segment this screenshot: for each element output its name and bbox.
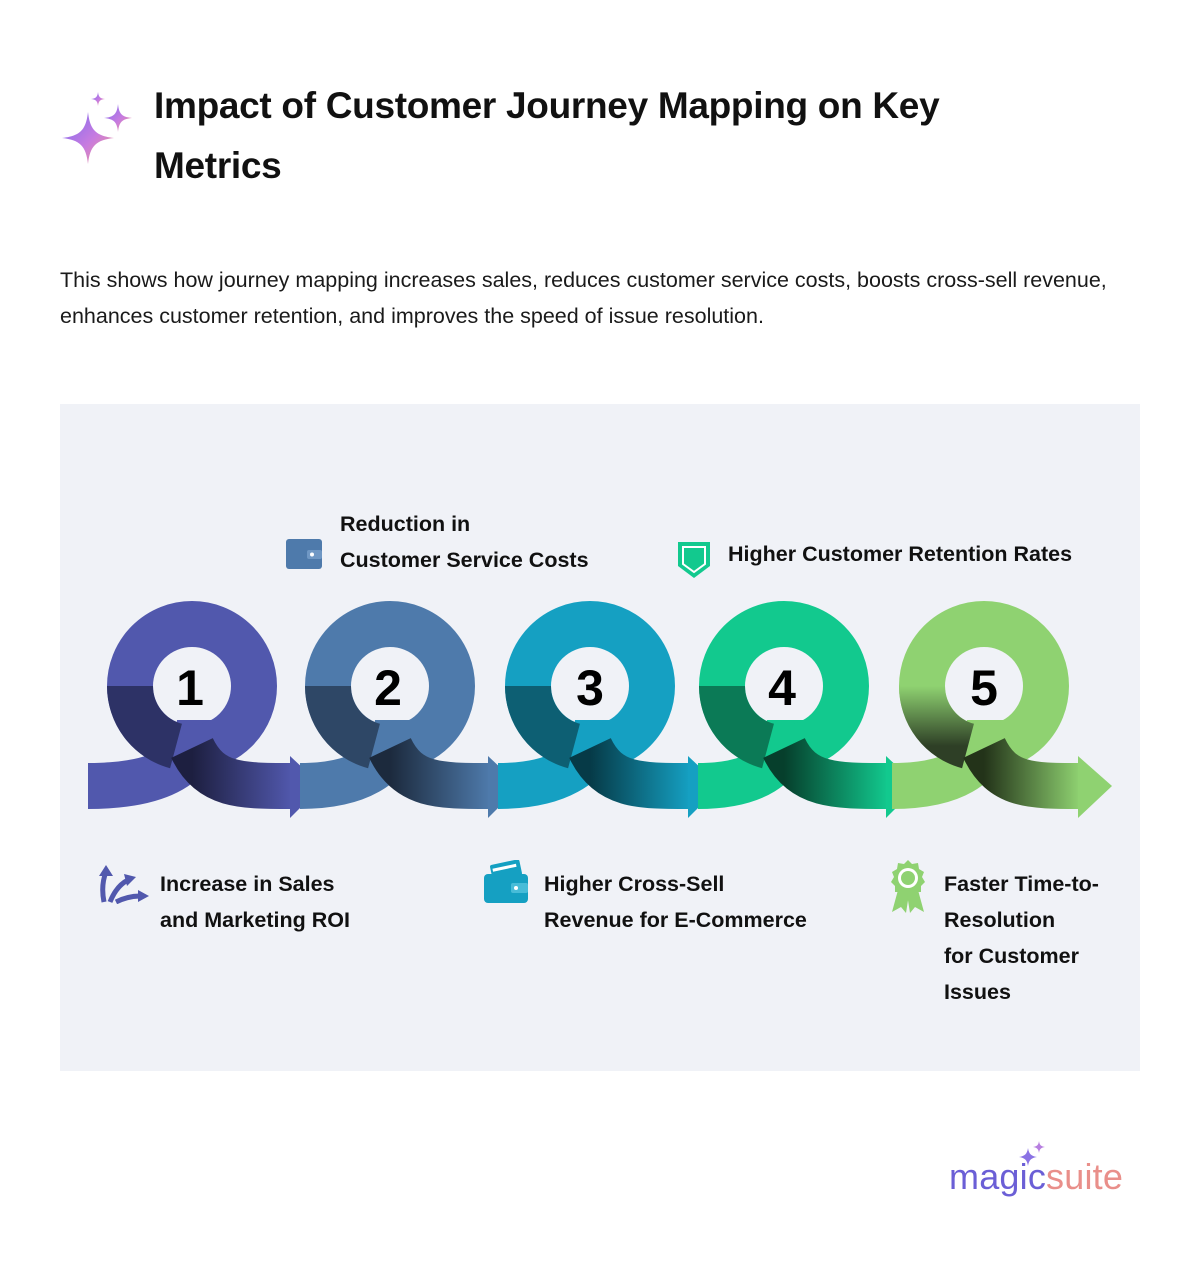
step-5-label-line: Faster Time-to-	[944, 872, 1099, 896]
brand-sparkle-icon	[1019, 1141, 1045, 1166]
step-3-label-line: Revenue for E-Commerce	[544, 908, 807, 932]
step-1-label: Increase in Sales and Marketing ROI	[160, 866, 350, 938]
step-2-number: 2	[374, 660, 402, 716]
step-2-spiral	[299, 601, 520, 818]
step-2-label-line: Reduction in	[340, 512, 471, 536]
step-5-label-line: for Customer	[944, 944, 1079, 968]
step-5-number: 5	[970, 660, 998, 716]
step-1-number: 1	[176, 660, 204, 716]
growth-arrows-icon	[99, 865, 149, 904]
step-3-label: Higher Cross-Sell Revenue for E-Commerce	[544, 866, 807, 938]
shield-icon	[678, 542, 710, 578]
step-3-spiral	[497, 601, 720, 818]
sparkle-icon	[62, 92, 132, 164]
step-3-number: 3	[576, 660, 604, 716]
step-5-label-line: Issues	[944, 980, 1011, 1004]
step-5-label-line: Resolution	[944, 908, 1056, 932]
step-4-label: Higher Customer Retention Rates	[728, 536, 1072, 572]
step-5-label: Faster Time-to- Resolution for Customer …	[944, 866, 1099, 1010]
award-ribbon-icon	[891, 860, 925, 913]
wallet-cards-icon	[484, 860, 528, 903]
brand-logo-part: suite	[1046, 1156, 1124, 1197]
step-2-label: Reduction in Customer Service Costs	[340, 506, 589, 578]
step-4-label-line: Higher Customer Retention Rates	[728, 542, 1073, 566]
step-5-spiral	[891, 601, 1112, 818]
page-title: Impact of Customer Journey Mapping on Ke…	[154, 85, 940, 186]
step-4-spiral	[697, 601, 918, 818]
step-3-label-line: Higher Cross-Sell	[544, 872, 725, 896]
brand-logo: magicsuite	[949, 1155, 1123, 1199]
step-2-label-line: Customer Service Costs	[340, 548, 589, 572]
step-4-number: 4	[768, 660, 796, 716]
step-1-label-line: and Marketing ROI	[160, 908, 350, 932]
step-1-label-line: Increase in Sales	[160, 872, 335, 896]
wallet-icon	[286, 539, 322, 569]
brand-logo-part: magic	[949, 1156, 1047, 1197]
step-1-spiral	[87, 601, 322, 818]
page-description: This shows how journey mapping increases…	[60, 268, 1107, 328]
